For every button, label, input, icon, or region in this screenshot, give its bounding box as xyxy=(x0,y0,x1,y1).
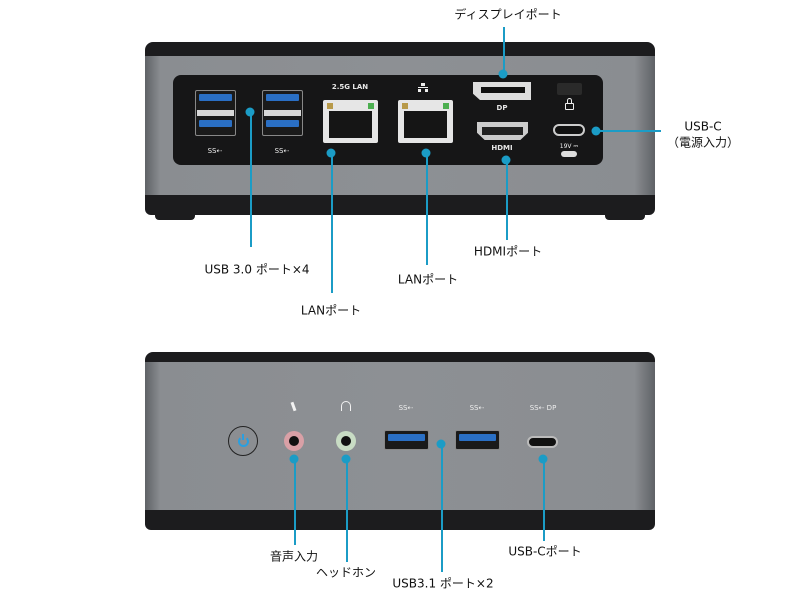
callout-line xyxy=(543,459,545,541)
callout-line xyxy=(506,160,508,240)
kensington-lock-slot xyxy=(557,83,582,95)
usb-ss-logo: SS⇠ xyxy=(274,147,290,155)
lan-2-5g-label: 2.5G LAN xyxy=(331,83,369,91)
callout-line xyxy=(346,459,348,562)
callout-displayport: ディスプレイポート xyxy=(454,7,562,22)
callout-usbc-subtitle: （電源入力） xyxy=(666,135,740,150)
lan-port-2-5g xyxy=(323,100,378,143)
callout-headphone: ヘッドホン xyxy=(315,565,377,580)
foot xyxy=(605,212,645,220)
lan-port xyxy=(398,100,453,143)
callout-line xyxy=(250,112,252,247)
callout-line xyxy=(426,153,428,265)
front-base xyxy=(145,510,655,530)
callout-lan-1: LANポート xyxy=(300,303,362,318)
usb-ss-logo: SS⇠ xyxy=(207,147,223,155)
callout-dot xyxy=(341,454,351,464)
usb-ss-logo: SS⇠ xyxy=(398,404,414,412)
callout-lan-2: LANポート xyxy=(397,272,459,287)
usb-3-1-port xyxy=(455,430,500,450)
callout-line xyxy=(441,444,443,572)
callout-usbc: USB-Cポート xyxy=(508,544,582,559)
rear-base xyxy=(145,195,655,215)
callout-line xyxy=(503,27,505,74)
network-icon xyxy=(418,83,428,92)
callout-dot xyxy=(501,155,511,165)
usbc-ss-dp-logo: SS⇠ DP xyxy=(529,404,557,412)
usb-c-power-port xyxy=(553,124,585,136)
callout-dot xyxy=(326,148,336,158)
callout-dot xyxy=(436,439,446,449)
front-top-edge xyxy=(145,352,655,364)
callout-dot xyxy=(591,126,601,136)
rear-top-edge xyxy=(145,42,655,58)
usb-c-port xyxy=(527,436,558,448)
lock-icon xyxy=(565,98,574,110)
callout-usb31: USB3.1 ポート×2 xyxy=(392,576,494,591)
usb-3-0-port-pair xyxy=(262,90,303,136)
callout-dot xyxy=(245,107,255,117)
dp-label: DP xyxy=(496,104,508,112)
power-icon xyxy=(237,433,249,447)
power-spec-label: 19V ⎓ xyxy=(559,143,579,150)
usb-3-1-port xyxy=(384,430,429,450)
callout-dot xyxy=(289,454,299,464)
usb-ss-logo: SS⇠ xyxy=(469,404,485,412)
callout-hdmi: HDMIポート xyxy=(473,244,543,259)
callout-dot xyxy=(421,148,431,158)
usb-3-0-port-pair xyxy=(195,90,236,136)
callout-line xyxy=(331,153,333,293)
callout-line xyxy=(596,130,661,132)
headphone-jack xyxy=(336,431,356,451)
mic-jack xyxy=(284,431,304,451)
callout-dot xyxy=(538,454,548,464)
polarity-icon xyxy=(561,151,577,157)
displayport xyxy=(473,82,531,100)
callout-usb30: USB 3.0 ポート×4 xyxy=(204,262,310,277)
foot xyxy=(155,212,195,220)
callout-audio-in: 音声入力 xyxy=(269,549,319,564)
callout-line xyxy=(294,459,296,545)
headphone-icon xyxy=(341,401,351,411)
hdmi-port xyxy=(477,122,528,140)
hdmi-label: HDMI xyxy=(491,144,513,152)
callout-dot xyxy=(498,69,508,79)
callout-usbc-title: USB-C xyxy=(684,119,722,134)
power-button[interactable] xyxy=(228,426,258,456)
rear-io-panel xyxy=(173,75,603,165)
